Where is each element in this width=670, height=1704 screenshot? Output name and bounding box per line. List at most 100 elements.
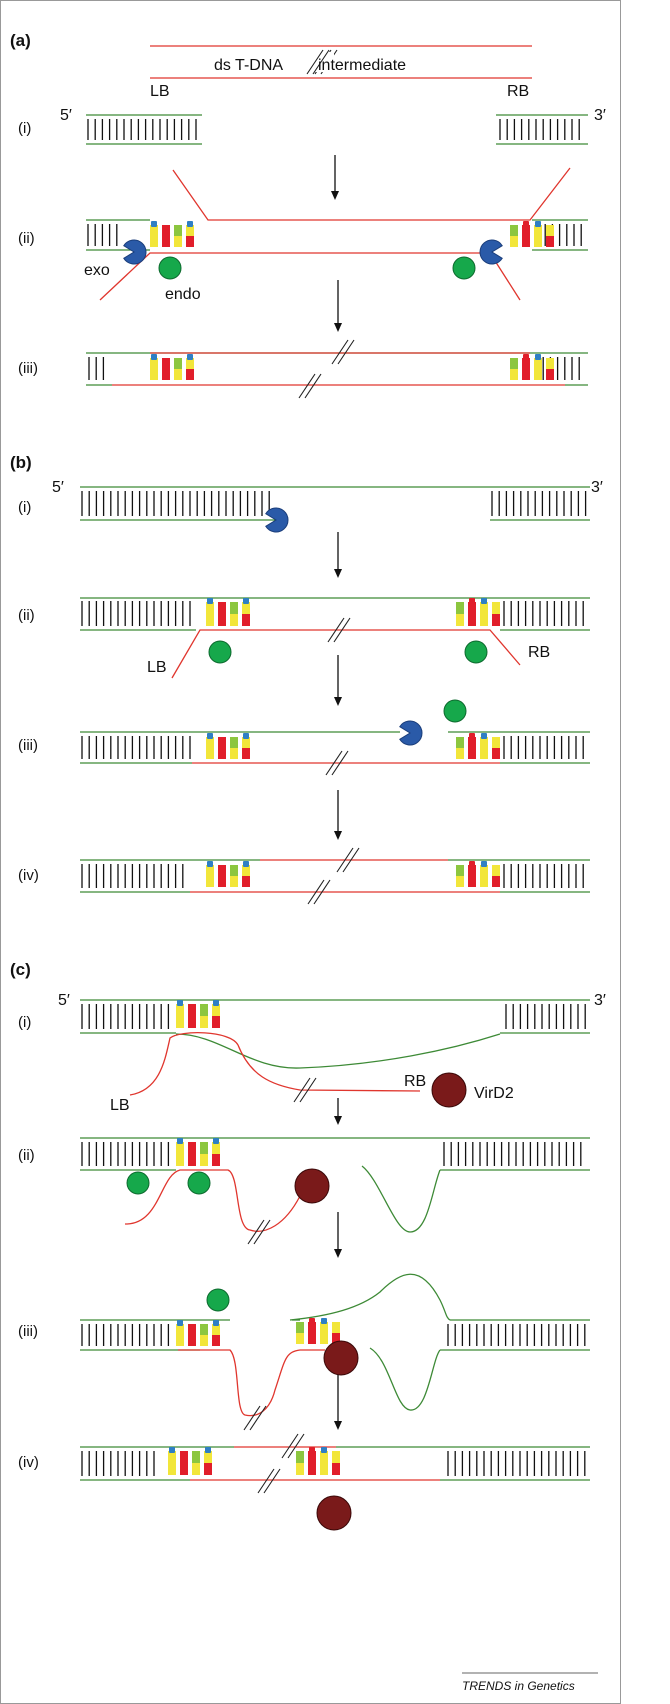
c-virD2-label: VirD2	[474, 1085, 514, 1102]
block-cap	[151, 354, 157, 360]
block-bottom	[200, 1154, 208, 1166]
process-arrow-head	[334, 569, 342, 578]
panel-b-label: (b)	[10, 453, 32, 472]
c-iii-green-arch	[289, 1273, 451, 1321]
block-cap	[177, 1000, 183, 1006]
block-bottom	[332, 1333, 340, 1344]
red-block-top	[468, 602, 476, 614]
light_green-block-top	[200, 1142, 208, 1154]
block-bottom	[200, 1016, 208, 1028]
a-five-prime: 5′	[60, 107, 72, 124]
block-bottom	[480, 614, 488, 626]
break-slash	[304, 373, 322, 399]
block-cap	[169, 1447, 175, 1453]
block-bottom	[186, 236, 194, 247]
light_green-block-top	[174, 358, 182, 369]
yellow-block-top	[320, 1451, 328, 1463]
break-slash	[325, 750, 343, 776]
block-cap	[187, 354, 193, 360]
red-block-top	[188, 1324, 196, 1335]
block-cap	[309, 1318, 315, 1324]
virD2-protein-icon	[323, 1340, 359, 1376]
b-three-prime: 3′	[591, 479, 603, 496]
red-block-top	[188, 1142, 196, 1154]
exonuclease-icon	[265, 507, 289, 533]
block-cap	[207, 733, 213, 739]
light_green-block-top	[456, 602, 464, 614]
b-lb-label: LB	[147, 659, 167, 676]
light_green-block-top	[296, 1322, 304, 1333]
break-slash	[287, 1433, 305, 1459]
process-arrow-head	[334, 323, 342, 332]
endonuclease-icon	[452, 256, 476, 280]
block-bottom	[308, 1333, 316, 1344]
a-lb-label: LB	[150, 83, 170, 100]
block-bottom	[546, 369, 554, 380]
block-bottom	[456, 748, 464, 759]
virD2-protein-icon	[294, 1168, 330, 1204]
block-bottom	[168, 1463, 176, 1475]
yellow-block-top	[480, 737, 488, 748]
block-cap	[321, 1447, 327, 1453]
block-bottom	[230, 614, 238, 626]
block-bottom	[242, 876, 250, 887]
c-iii-green-loop	[369, 1347, 441, 1411]
block-bottom	[188, 1335, 196, 1346]
yellow-block-top	[242, 602, 250, 614]
red-block-top	[162, 358, 170, 369]
block-bottom	[212, 1335, 220, 1346]
yellow-block-top	[546, 358, 554, 369]
light_green-block-top	[510, 358, 518, 369]
yellow-block-top	[480, 865, 488, 876]
block-bottom	[150, 236, 158, 247]
block-cap	[481, 598, 487, 604]
block-cap	[207, 598, 213, 604]
block-bottom	[212, 1154, 220, 1166]
yellow-block-top	[150, 358, 158, 369]
b-five-prime: 5′	[52, 479, 64, 496]
panel-a-label: (a)	[10, 31, 31, 50]
a-step-i: (i)	[18, 120, 31, 137]
yellow-block-top	[242, 737, 250, 748]
block-bottom	[150, 369, 158, 380]
c-ii-red-strand	[124, 1169, 301, 1232]
light_green-block-top	[296, 1451, 304, 1463]
b-step-iii: (iii)	[18, 737, 38, 754]
light_green-block-top	[230, 602, 238, 614]
block-bottom	[242, 614, 250, 626]
c-i-green-displaced	[175, 1033, 501, 1069]
break-slash	[331, 339, 349, 365]
endonuclease-icon	[443, 699, 467, 723]
break-slash	[312, 49, 330, 75]
block-bottom	[522, 236, 530, 247]
red-block-top	[162, 225, 170, 236]
block-bottom	[230, 748, 238, 759]
a-intermediate-label: intermediate	[318, 57, 406, 74]
block-bottom	[534, 369, 542, 380]
yellow-block-top	[534, 358, 542, 369]
block-bottom	[180, 1463, 188, 1475]
block-cap	[469, 861, 475, 867]
b-step-iv: (iv)	[18, 867, 39, 884]
yellow-block-top	[534, 225, 542, 236]
break-slash	[333, 617, 351, 643]
break-slash	[306, 49, 324, 75]
break-slash	[253, 1219, 271, 1245]
block-cap	[309, 1447, 315, 1453]
break-slash	[336, 847, 354, 873]
yellow-block-top	[206, 865, 214, 876]
b-rb-label: RB	[528, 644, 550, 661]
block-bottom	[206, 876, 214, 887]
block-bottom	[206, 614, 214, 626]
process-arrow-head	[334, 1249, 342, 1258]
yellow-block-top	[204, 1451, 212, 1463]
block-bottom	[162, 369, 170, 380]
block-bottom	[510, 369, 518, 380]
break-slash	[327, 617, 345, 643]
block-bottom	[186, 369, 194, 380]
block-cap	[469, 598, 475, 604]
credit-label: TRENDS in Genetics	[462, 1679, 575, 1693]
light_green-block-top	[456, 737, 464, 748]
yellow-block-top	[150, 225, 158, 236]
block-bottom	[534, 236, 542, 247]
